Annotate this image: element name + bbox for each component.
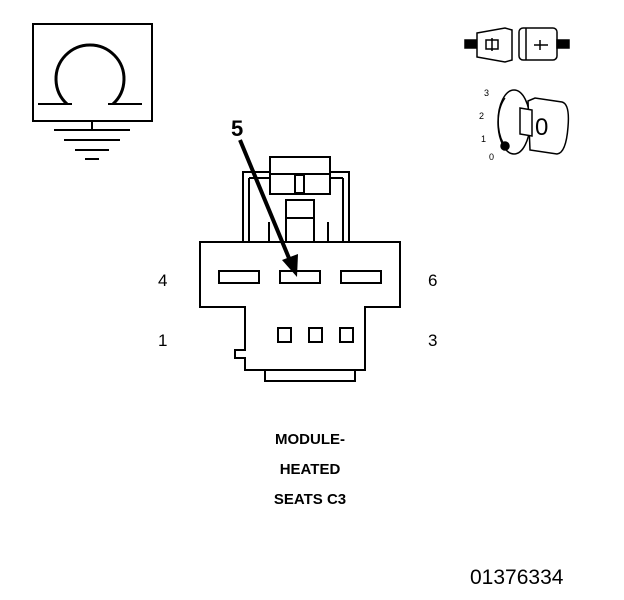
connector-pair-icon [464, 27, 570, 63]
pin-label-6: 6 [428, 271, 438, 290]
cavity-2 [308, 327, 323, 343]
connector-latch [242, 156, 350, 243]
cavity-4 [218, 270, 260, 284]
key-position-label: 2 [479, 111, 485, 121]
ground-symbol-icon [54, 121, 130, 160]
pin-label-4: 4 [158, 271, 168, 290]
cavity-1 [277, 327, 292, 343]
cavity-6 [340, 270, 382, 284]
terminal-cavities [218, 270, 382, 343]
key-glyph: 0 [535, 114, 549, 141]
ignition-key-icon [497, 89, 570, 155]
pin-label-3: 3 [428, 331, 438, 350]
diagram-title-line-3: SEATS C3 [273, 491, 347, 508]
cavity-5 [279, 270, 321, 284]
callout-arrow [238, 139, 298, 277]
pin-label-1: 1 [158, 331, 168, 350]
reference-number: 01376334 [470, 566, 564, 589]
key-position-label: 3 [484, 88, 490, 98]
ohm-meter-symbol-icon [32, 23, 153, 122]
connector-body [199, 241, 401, 382]
callout-label: 5 [231, 116, 244, 141]
key-position-label: 0 [489, 152, 495, 162]
key-position-label: 1 [481, 134, 487, 144]
diagram-title-line-1: MODULE- [275, 431, 345, 448]
cavity-3 [339, 327, 354, 343]
diagram-title-line-2: HEATED [279, 461, 341, 478]
